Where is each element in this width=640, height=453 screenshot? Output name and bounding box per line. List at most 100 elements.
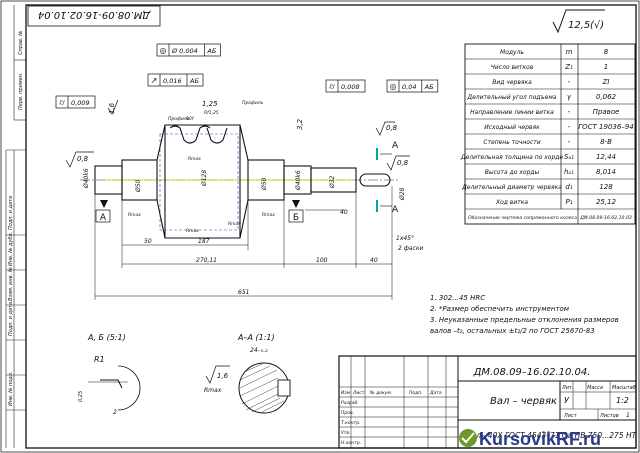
tolerance-value: 0,016 [163,77,182,85]
tb-role-1: Пров. [341,410,354,416]
dim-l2: 187 [198,238,210,245]
tolerance-frame: ⌭ 0,009 [55,95,96,109]
param-label: Число витков [491,64,534,71]
param-label: Направление линии витка [470,109,554,116]
param-value: ДМ.08.09-16.02.10.03 [579,215,632,221]
tb-lit: У [564,396,570,405]
param-symbol: Z₁ [564,63,573,71]
side-label-4: Взам. инв. № [8,267,14,301]
tb-role-5: Утв. [341,430,350,436]
tb-sheets: 1 [626,412,630,419]
tb-scale-head: Масштаб [612,385,636,391]
side-label-0: Перв. примен. [18,72,24,110]
param-label: Делительный диаметр червяка [461,184,562,191]
diameter-labels: Ø40k6 Ø50 Ø128 Ø50 Ø40k6 Ø32 Ø28 [83,168,406,201]
callout-2: Rf1,25 [204,110,219,116]
tolerance-datum: АБ [424,83,434,91]
tb-role-4: Н.контр. [341,440,361,446]
param-value: Правое [593,108,620,116]
tb-role-2: Т.контр. [341,420,361,426]
section-marks: А А [376,141,399,215]
param-symbol: - [568,78,571,86]
tb-head-0: Изм [341,390,351,396]
param-label: Степень точности [483,139,540,146]
top-stamp: ДМ.08.09-16.02.10.04 [27,5,161,27]
tolerance-value: 0,008 [341,83,360,91]
tb-sheets-label: Листов [599,413,619,419]
tolerance-symbol: ◎ [390,82,397,91]
callout-3: Rmax [188,156,201,162]
datum-b: Б [293,213,299,223]
param-symbol: - [568,108,571,116]
tb-material: Сталь 40Х ГОСТ 4543–71 Ов НВ 750...275 Н… [462,431,638,440]
worm-bottom [156,199,249,239]
tb-lit-head: Лит. [561,385,574,391]
dim-l4: 100 [316,257,328,264]
side-label-5: Подп. и дата [8,302,14,336]
shaft-end [310,167,357,193]
dim-chamfer: 1x45° [396,235,414,242]
dim-d5: Ø40k6 [295,170,302,191]
tb-role-0: Разраб. [341,400,359,406]
dim-d1: Ø40k6 [83,168,90,189]
dim-d2: Ø50 [135,179,142,193]
drawing-frame [25,4,637,449]
general-roughness-value: 12,5 [568,20,590,31]
tolerance-datum: АБ [189,77,199,85]
section-a-bot: А [392,205,399,215]
callout-5: Rmax [228,221,241,227]
param-value: 0,062 [596,93,617,101]
param-value: 128 [599,183,613,191]
dim-chamfer2: 2 фаски [398,245,423,252]
section-view-aa: А–А (1:1) 24₋₀.₂ 1,6 Rmax [204,333,291,414]
side-strip: Перв. примен. Справ. № Подп. и дата Инв.… [5,5,26,448]
rough-0: 0,8 [77,155,89,163]
side-label-2: Подп. и дата [8,196,14,230]
param-value: 8,014 [596,168,616,176]
view-aa-rough: 1,6 [217,372,229,380]
side-label-1: Справ. № [18,31,24,55]
tb-name: Вал – червяк [490,396,557,407]
dim-d6: Ø32 [329,175,336,189]
tolerance-symbol: ↗ [151,76,158,85]
dim-l1: 50 [144,238,152,245]
param-symbol: d₁ [565,183,572,191]
note-3: валов –t₂, остальных ±t₂/2 по ГОСТ 25670… [430,327,595,335]
tolerance-value: Ø 0,004 [171,47,198,55]
tolerance-symbol: ⌭ [59,98,65,107]
general-roughness: 12,5 (√) [552,9,605,34]
roughness-marks: 0,8 1,6 1,25 3,2 0,8 0,8 [65,99,410,171]
rough-4: 0,8 [397,159,409,167]
note-2: 3. Неуказанные предельные отклонения раз… [430,316,619,324]
worm-top [156,124,249,161]
tolerance-value: 0,009 [71,99,90,107]
param-label: Ход витка [495,199,528,206]
param-value: 1 [604,63,608,71]
param-symbol: - [568,123,571,131]
side-label-3: Инв. № дубл. [8,232,14,266]
dim-d3: Ø128 [201,170,208,187]
shaft [94,124,391,239]
callout-7: Rmax [186,228,199,234]
callout-4: Rmax [128,212,141,218]
rough-1: 1,6 [108,102,116,114]
watermark: KursovikRF.ru [459,429,601,449]
param-value: 8 [604,48,609,56]
view-ab-small: 0,25 [78,391,84,402]
length-labels: 50 187 270,11 100 40 40 651 1x45° 2 фаск… [144,209,423,296]
view-ab-bottom: 2 [113,409,117,416]
thread-profile [169,125,211,144]
tb-mass-head: Масса [587,385,603,391]
param-label: Делительный угол подъема [466,94,556,101]
param-symbol: hₐ₁ [564,168,574,176]
view-aa-rmax: Rmax [204,387,222,394]
tolerance-datum: АБ [206,47,216,55]
param-label: Исходный червяк [484,124,540,131]
param-symbol: m [566,48,573,56]
dimension-lines [94,186,393,300]
param-value: ГОСТ 19036–94 [578,123,633,131]
